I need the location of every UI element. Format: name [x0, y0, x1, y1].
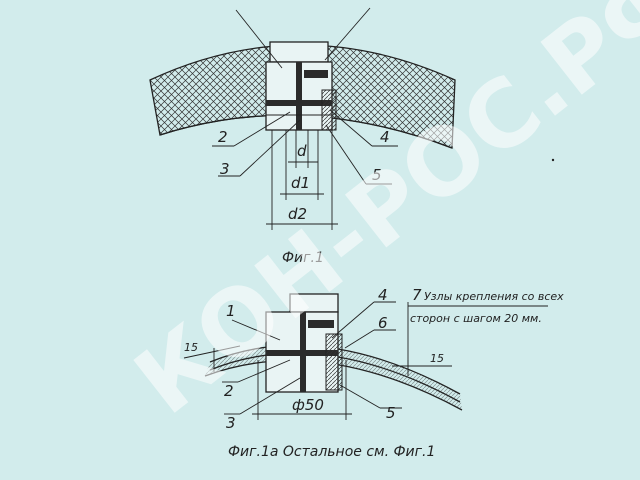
fig1-dim-d1: d1	[291, 174, 310, 192]
fig1-label-4: 4	[380, 128, 390, 146]
fig1a-label-3: 3	[226, 414, 236, 432]
fig1-dimensions: d d1 d2	[266, 130, 338, 230]
fig1-fastener	[265, 41, 337, 131]
fig1a-dim-left: 15	[184, 341, 198, 354]
figure-1a: 1 2 3 4 6 5 7 Узлы крепления со всех сто…	[183, 286, 564, 460]
dot-mark	[551, 158, 555, 162]
fig1-fastener-head	[269, 41, 329, 63]
fig1a-label-1: 1	[226, 302, 236, 320]
fig1a-fastener	[265, 293, 343, 393]
figure-1: 2 3 4 5 d d1 d2 Фиг.1	[149, 7, 456, 266]
fig1-fastener-axis	[296, 62, 302, 130]
fig1a-note-line1: Узлы крепления со всех	[424, 290, 564, 303]
fig1a-label-4: 4	[378, 286, 388, 304]
fig1-dim-d: d	[297, 142, 307, 160]
fig1-fastener-slot	[304, 70, 328, 78]
fig1-caption: Фиг.1	[282, 250, 324, 266]
fig1-label-2: 2	[218, 128, 228, 146]
fig1a-fastener-nut	[325, 333, 343, 391]
fig1-dim-d2: d2	[288, 205, 307, 223]
fig1a-label-5: 5	[386, 404, 396, 422]
fig1a-dim-right: 15	[430, 352, 444, 365]
fig1a-label-2: 2	[224, 382, 234, 400]
fig1a-dim-diameter: ф50	[292, 396, 324, 414]
fig1-label-3: 3	[220, 160, 230, 178]
fig1a-caption: Фиг.1а Остальное см. Фиг.1	[228, 444, 435, 460]
fig1-label-5: 5	[372, 166, 382, 184]
fig1a-note-line2: сторон с шагом 20 мм.	[410, 312, 542, 325]
fig1a-label-7: 7	[412, 286, 422, 304]
fig1-fastener-nut	[321, 89, 337, 131]
fig1a-label-6: 6	[378, 314, 388, 332]
fig1-fastener-washer	[266, 100, 332, 106]
